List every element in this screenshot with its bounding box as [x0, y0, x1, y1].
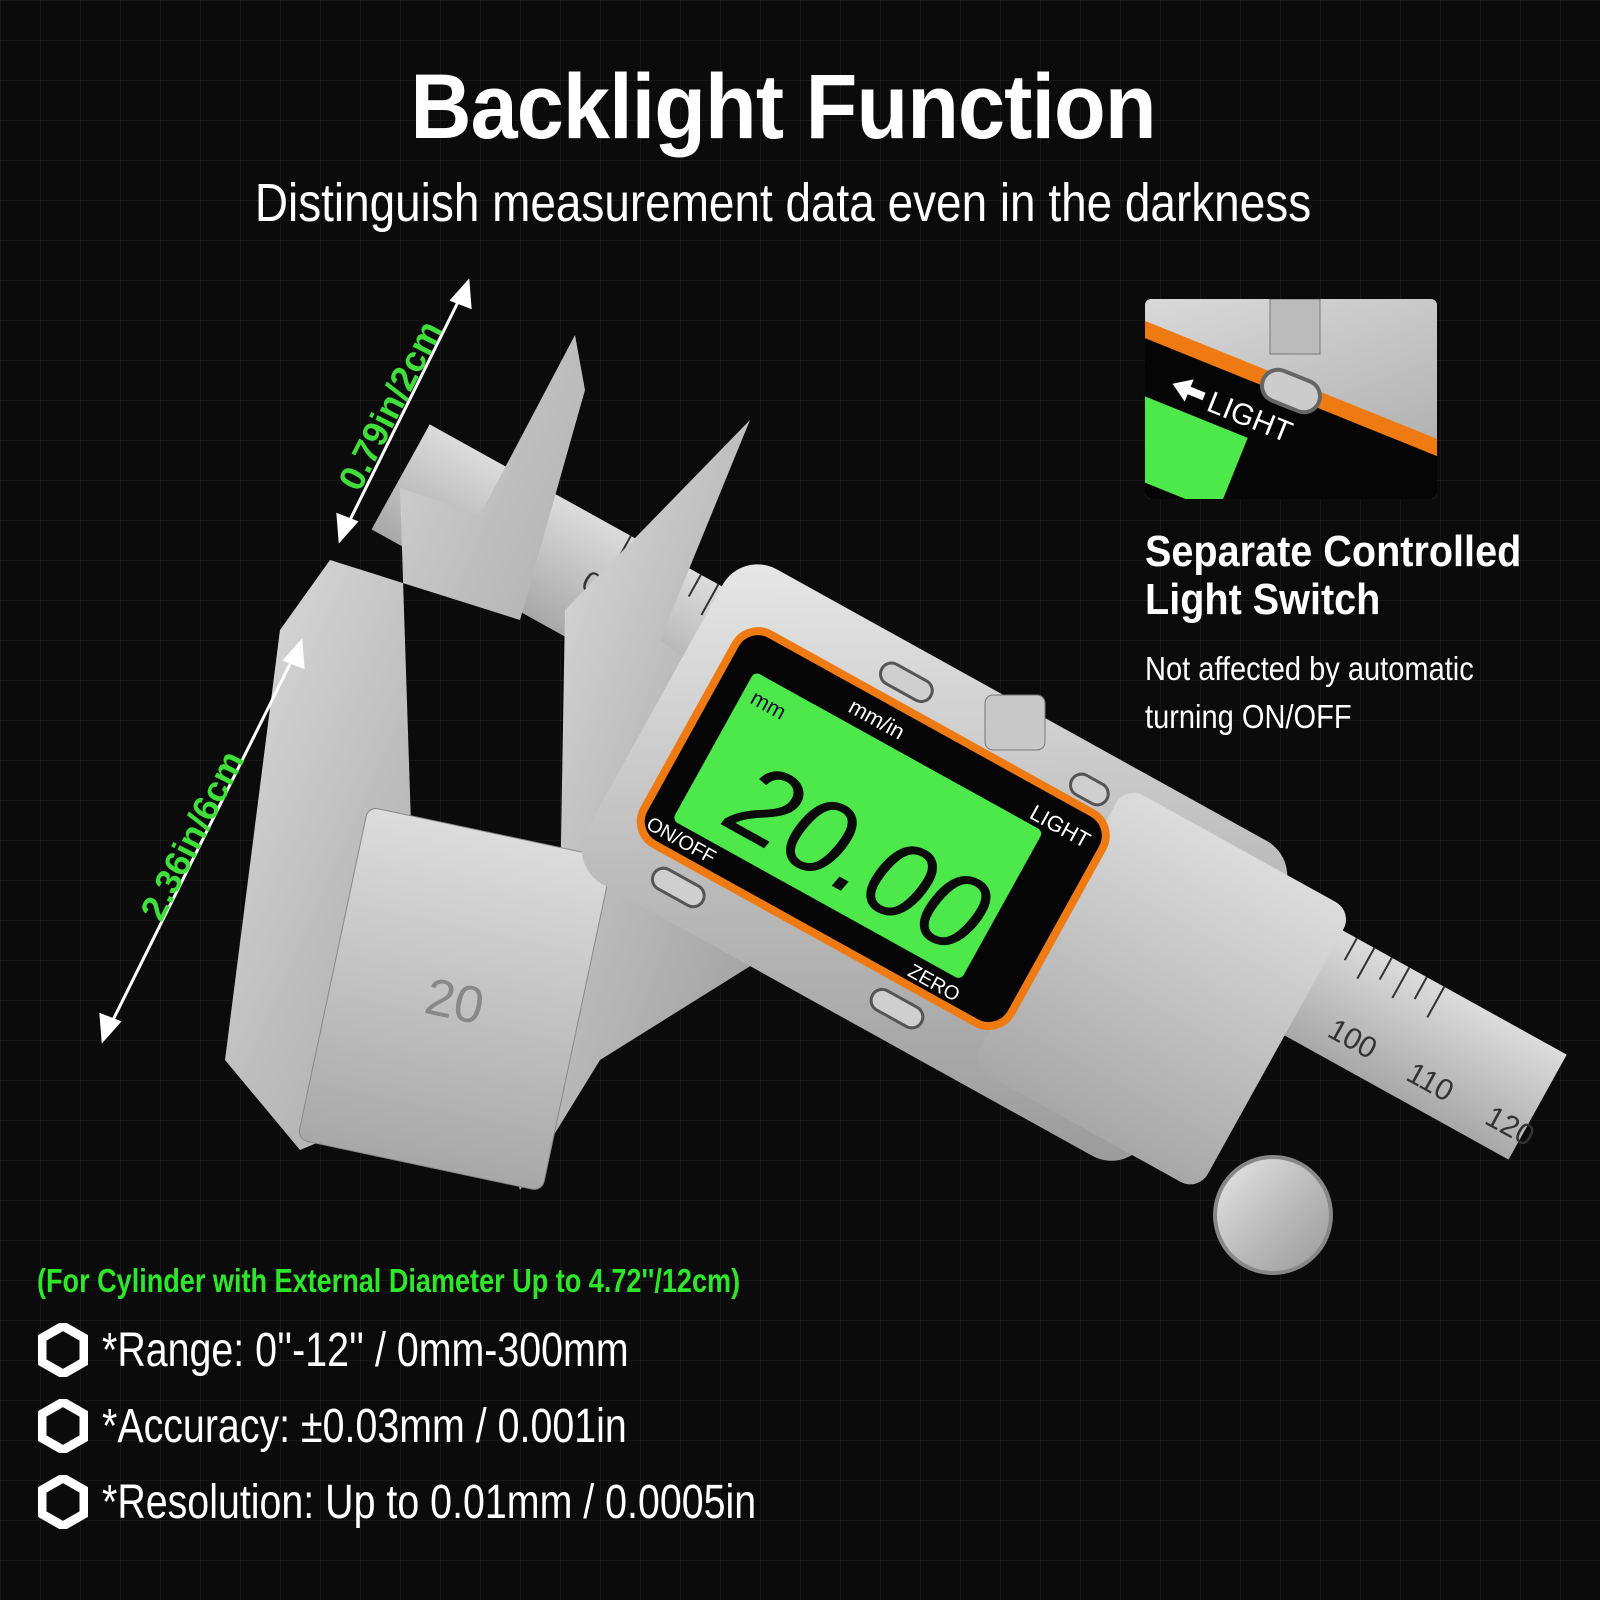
- spec-item-accuracy: *Accuracy: ±0.03mm / 0.001in: [38, 1396, 742, 1456]
- gauge-block-label: 20: [420, 968, 489, 1037]
- spec-text: *Range: 0''-12'' / 0mm-300mm: [102, 1323, 629, 1377]
- feature-desc-line1: Not affected by automatic: [1145, 650, 1474, 687]
- arrow-left-icon: [1172, 379, 1206, 402]
- zero-button[interactable]: [867, 985, 927, 1031]
- inset-screw: [1269, 299, 1321, 355]
- feature-description: Not affected by automatic turning ON/OFF: [1145, 645, 1474, 741]
- lcd-screen: [674, 673, 1042, 978]
- light-switch-closeup: LIGHT: [1145, 299, 1437, 499]
- page-title: Backlight Function: [410, 56, 1156, 158]
- feature-desc-line2: turning ON/OFF: [1145, 698, 1352, 735]
- hexagon-icon: [38, 1323, 88, 1377]
- onoff-button[interactable]: [648, 864, 708, 910]
- mode-button[interactable]: [877, 659, 937, 705]
- gauge-block: [298, 808, 612, 1190]
- spec-text: *Accuracy: ±0.03mm / 0.001in: [102, 1399, 627, 1453]
- fixed-jaw: [225, 335, 585, 1150]
- spec-text: *Resolution: Up to 0.01mm / 0.0005in: [102, 1475, 757, 1529]
- cylinder-note: (For Cylinder with External Diameter Up …: [37, 1262, 741, 1299]
- feature-title: Separate Controlled Light Switch: [1145, 528, 1521, 624]
- feature-title-line2: Light Switch: [1145, 575, 1381, 624]
- feature-title-line1: Separate Controlled: [1145, 527, 1522, 576]
- hexagon-icon: [38, 1475, 88, 1529]
- hexagon-icon: [38, 1399, 88, 1453]
- dimension-arrow-left: [99, 638, 305, 1044]
- page-subtitle: Distinguish measurement data even in the…: [254, 173, 1312, 233]
- dimension-arrow-top: [336, 278, 472, 544]
- thumb-wheel[interactable]: [1213, 1155, 1333, 1275]
- inset-light-button: [1260, 367, 1322, 415]
- lock-screw[interactable]: [984, 694, 1046, 751]
- spec-item-resolution: *Resolution: Up to 0.01mm / 0.0005in: [38, 1472, 900, 1532]
- light-button[interactable]: [1067, 770, 1113, 809]
- spec-item-range: *Range: 0''-12'' / 0mm-300mm: [38, 1320, 744, 1380]
